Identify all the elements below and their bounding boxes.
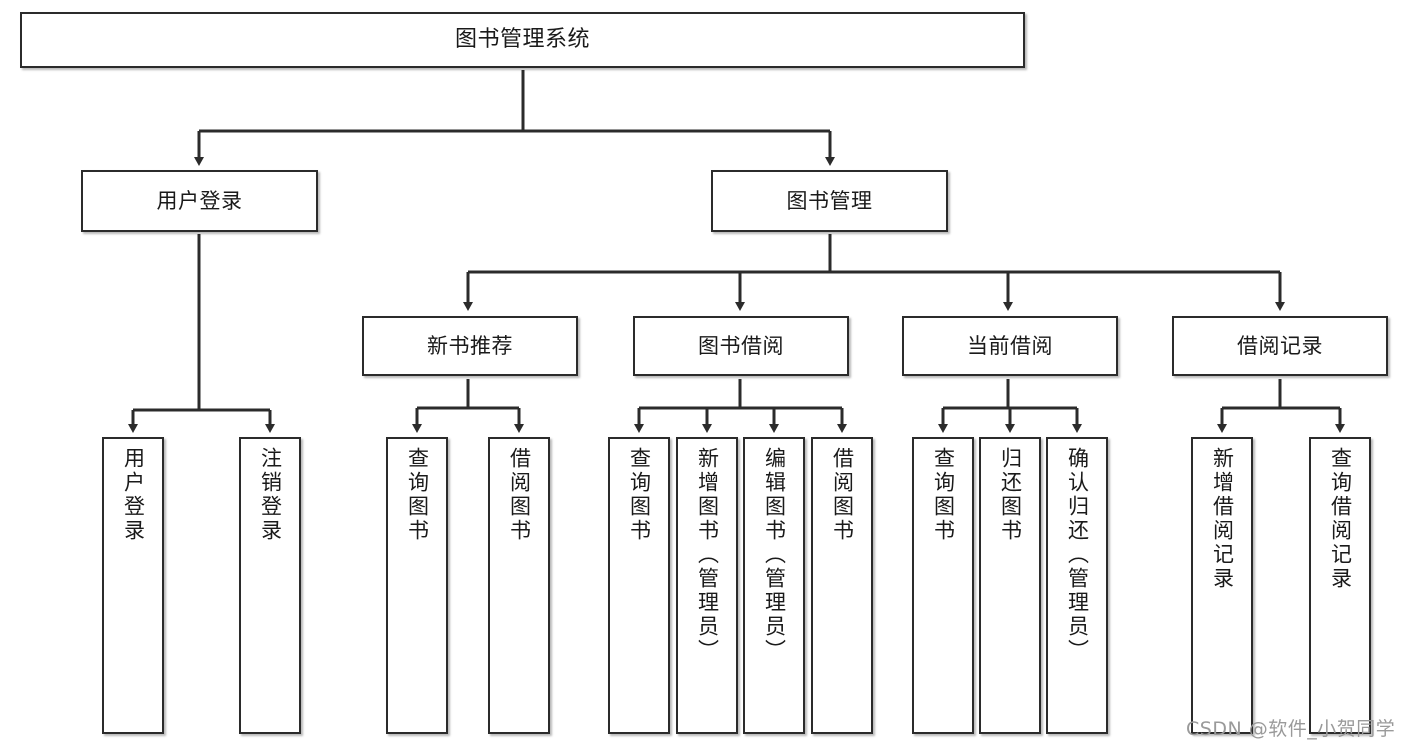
node-borrow-record-label: 借阅记录	[1237, 333, 1323, 358]
node-leaf-edit-book-label: 编辑图书（管理员）	[762, 447, 787, 663]
node-leaf-add-record[interactable]: 新增借阅记录	[1191, 437, 1253, 734]
node-borrow-record[interactable]: 借阅记录	[1172, 316, 1388, 376]
node-leaf-confirm-return-label: 确认归还（管理员）	[1065, 447, 1090, 663]
node-book-borrow-label: 图书借阅	[698, 333, 784, 358]
node-leaf-query-book-3-label: 查询图书	[931, 447, 956, 543]
node-leaf-user-login[interactable]: 用户登录	[102, 437, 164, 734]
node-leaf-query-record[interactable]: 查询借阅记录	[1309, 437, 1371, 734]
node-leaf-query-record-label: 查询借阅记录	[1328, 447, 1353, 591]
node-leaf-borrow-book-1[interactable]: 借阅图书	[488, 437, 550, 734]
node-leaf-user-logout-label: 注销登录	[258, 447, 283, 543]
node-leaf-borrow-book-2-label: 借阅图书	[830, 447, 855, 543]
node-user-login-label: 用户登录	[156, 188, 243, 213]
node-root-label: 图书管理系统	[454, 27, 590, 53]
node-leaf-query-book-2[interactable]: 查询图书	[608, 437, 670, 734]
node-new-book-recommend[interactable]: 新书推荐	[362, 316, 578, 376]
node-book-management-label: 图书管理	[786, 188, 873, 213]
node-leaf-confirm-return[interactable]: 确认归还（管理员）	[1046, 437, 1108, 734]
node-leaf-user-login-label: 用户登录	[121, 447, 146, 543]
node-leaf-return-book[interactable]: 归还图书	[979, 437, 1041, 734]
node-book-borrow[interactable]: 图书借阅	[633, 316, 849, 376]
node-leaf-add-record-label: 新增借阅记录	[1210, 447, 1235, 591]
node-leaf-borrow-book-1-label: 借阅图书	[507, 447, 532, 543]
node-leaf-add-book[interactable]: 新增图书（管理员）	[676, 437, 738, 734]
node-leaf-query-book-1-label: 查询图书	[405, 447, 430, 543]
node-root[interactable]: 图书管理系统	[20, 12, 1025, 68]
node-current-borrow[interactable]: 当前借阅	[902, 316, 1118, 376]
node-book-management[interactable]: 图书管理	[711, 170, 948, 232]
node-current-borrow-label: 当前借阅	[967, 333, 1053, 358]
node-leaf-borrow-book-2[interactable]: 借阅图书	[811, 437, 873, 734]
node-leaf-query-book-1[interactable]: 查询图书	[386, 437, 448, 734]
csdn-watermark: CSDN @软件_小贺同学	[1186, 718, 1396, 740]
node-leaf-user-logout[interactable]: 注销登录	[239, 437, 301, 734]
node-user-login[interactable]: 用户登录	[81, 170, 318, 232]
node-leaf-return-book-label: 归还图书	[998, 447, 1023, 543]
node-leaf-query-book-2-label: 查询图书	[627, 447, 652, 543]
node-leaf-query-book-3[interactable]: 查询图书	[912, 437, 974, 734]
node-leaf-add-book-label: 新增图书（管理员）	[695, 447, 720, 663]
node-leaf-edit-book[interactable]: 编辑图书（管理员）	[743, 437, 805, 734]
node-new-book-recommend-label: 新书推荐	[427, 333, 513, 358]
